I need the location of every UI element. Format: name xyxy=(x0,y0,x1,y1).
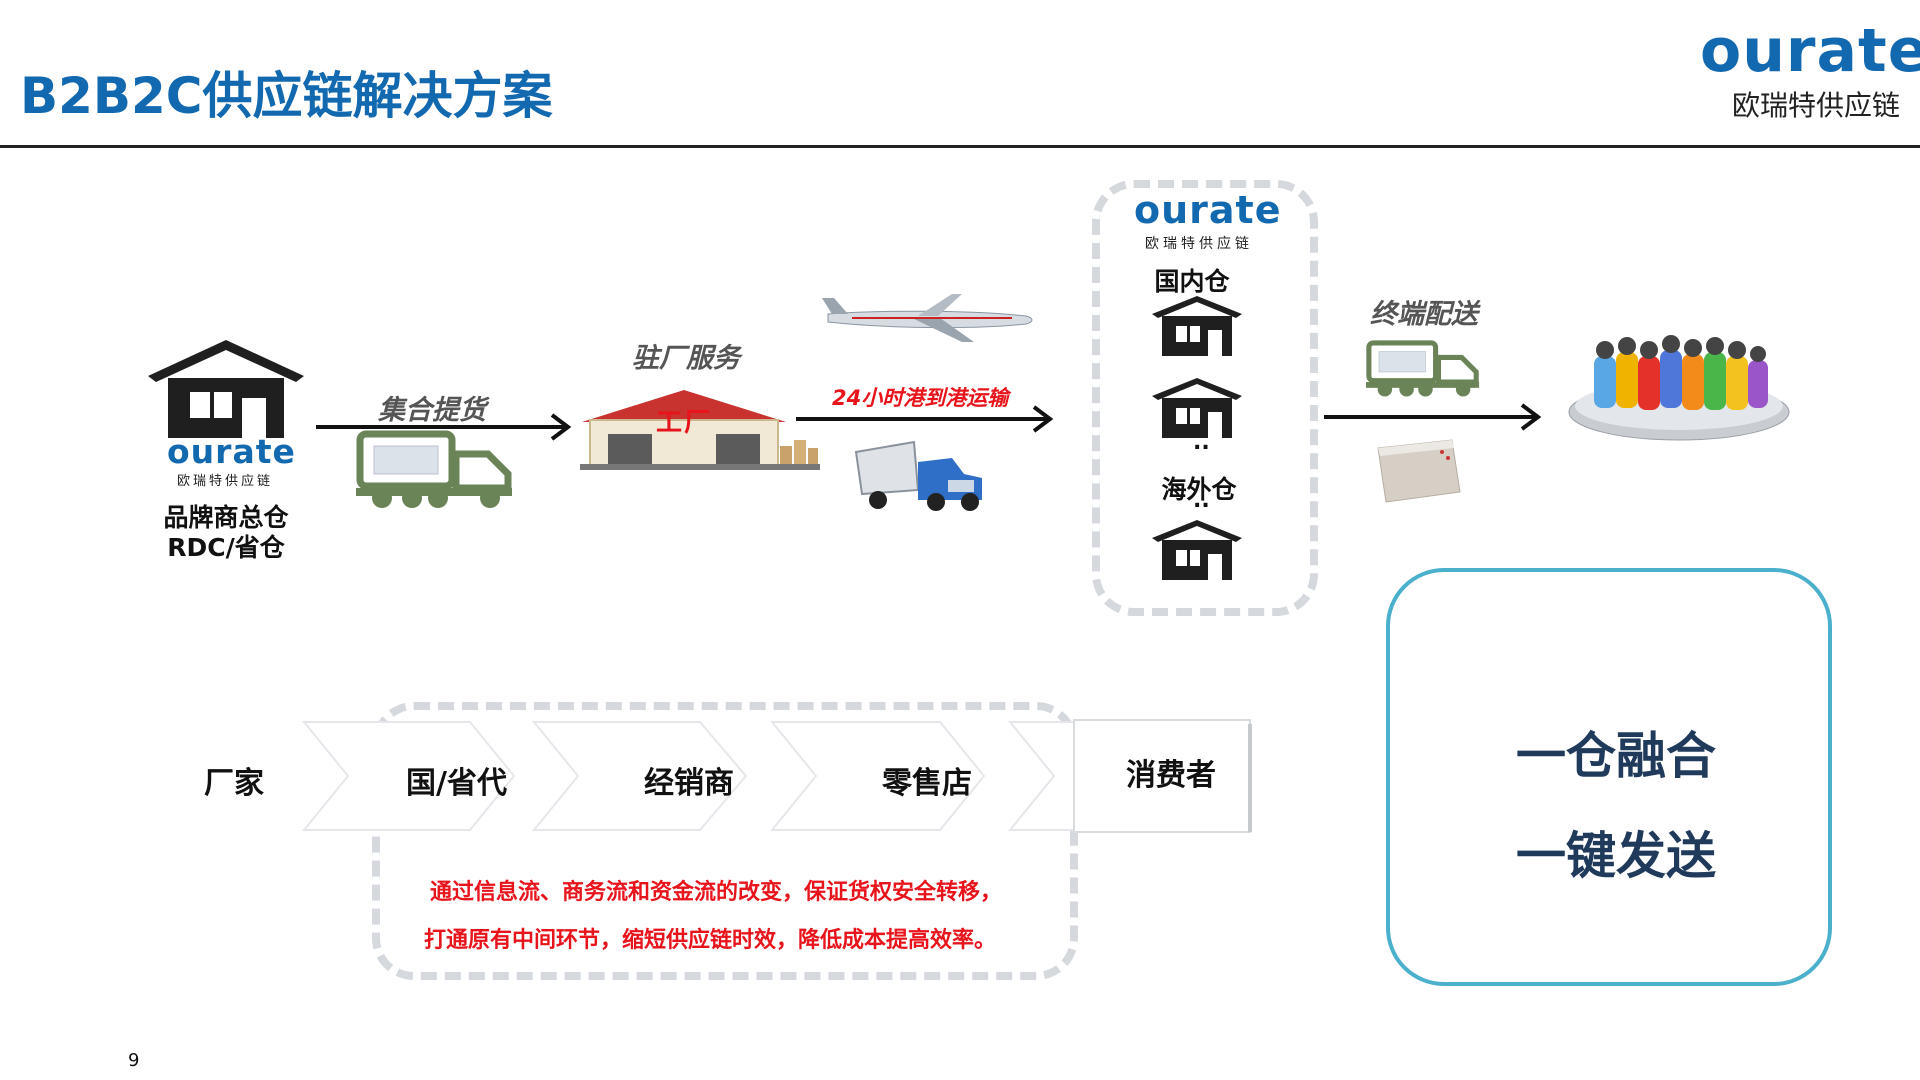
logo-subtitle: 欧瑞特供应链 xyxy=(1731,89,1900,122)
cargo-truck-icon xyxy=(852,438,986,516)
factory-service-label: 驻厂服务 xyxy=(632,343,740,374)
chain-note-line1: 通过信息流、商务流和资金流的改变，保证货权安全转移， xyxy=(430,880,1003,905)
arrow-1 xyxy=(316,412,576,446)
factory-sign: 工厂 xyxy=(656,408,713,438)
logo-word: ourate xyxy=(1700,16,1920,86)
chain-note-line2: 打通原有中间环节，缩短供应链时效，降低成本提高效率。 xyxy=(424,928,997,953)
slogan-line2: 一键发送 xyxy=(1516,827,1716,885)
chain-step-retailer: 零售店 xyxy=(882,766,972,801)
chain-step-agent: 国/省代 xyxy=(406,766,507,801)
slogan-frame xyxy=(1386,568,1832,986)
domestic-warehouse-icon-2 xyxy=(1150,376,1244,442)
port-transport-label: 24小时港到港运输 xyxy=(832,386,1009,410)
domestic-warehouse-label: 国内仓 xyxy=(1154,267,1230,296)
parcel-bag-icon xyxy=(1372,438,1462,508)
warehouse-logo-word: ourate xyxy=(1134,188,1282,232)
factory-icon xyxy=(580,384,820,474)
ellipsis-dots-2: .. xyxy=(1193,488,1210,513)
brand-caption-line1: 品牌商总仓 xyxy=(163,503,289,532)
brand-caption-line2: RDC/省仓 xyxy=(167,533,285,562)
header-logo: ourate 欧瑞特供应链 xyxy=(1700,16,1920,124)
overseas-warehouse-label: 海外仓 xyxy=(1161,475,1237,504)
warehouse-logo-subtitle: 欧瑞特供应链 xyxy=(1145,236,1253,252)
pickup-truck-icon xyxy=(356,430,516,514)
airplane-icon xyxy=(822,290,1038,350)
domestic-warehouse-icon-1 xyxy=(1150,294,1244,360)
brand-logo-subtitle: 欧瑞特供应链 xyxy=(177,474,274,489)
chain-chevrons xyxy=(300,716,1260,850)
chain-step-manufacturer: 厂家 xyxy=(204,766,264,801)
chain-step-distributor: 经销商 xyxy=(644,766,734,801)
overseas-warehouse-icon xyxy=(1150,518,1244,584)
arrow-3 xyxy=(1324,402,1544,436)
brand-warehouse-icon xyxy=(146,338,306,442)
header-divider xyxy=(0,145,1920,148)
warehouse-group-box xyxy=(1092,180,1318,616)
page-number: 9 xyxy=(128,1050,140,1071)
delivery-truck-icon xyxy=(1366,338,1482,404)
page-title: B2B2C供应链解决方案 xyxy=(20,67,553,125)
chain-highlight-box xyxy=(372,702,1078,980)
consumers-crowd-icon xyxy=(1566,332,1792,448)
chain-step-consumer: 消费者 xyxy=(1126,758,1216,793)
pickup-label: 集合提货 xyxy=(378,395,486,426)
terminal-delivery-label: 终端配送 xyxy=(1370,299,1478,330)
arrow-2 xyxy=(796,404,1056,438)
ellipsis-dots-1: .. xyxy=(1193,430,1210,455)
slogan-line1: 一仓融合 xyxy=(1516,727,1716,785)
brand-logo-word: ourate xyxy=(167,432,296,471)
